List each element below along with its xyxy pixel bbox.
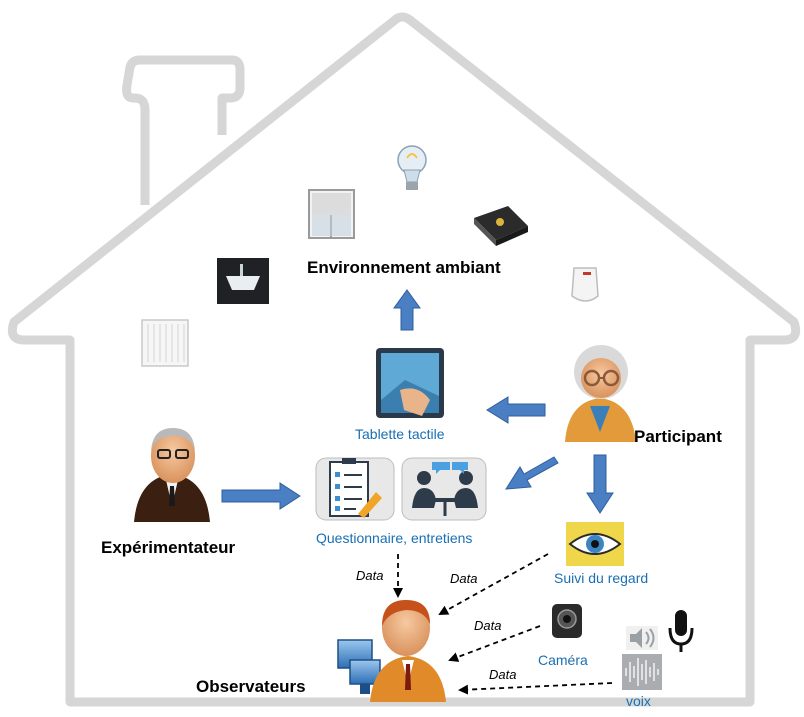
experimenter-label: Expérimentateur xyxy=(101,538,236,557)
sink-icon xyxy=(217,258,269,304)
eye-tracking-label: Suivi du regard xyxy=(554,570,649,586)
arrow-participant-to-interviews xyxy=(505,456,559,490)
camera-icon xyxy=(552,604,582,638)
environment-label: Environnement ambiant xyxy=(307,258,501,277)
observer-avatar-icon xyxy=(370,600,446,702)
data-arrow-voice xyxy=(458,682,613,695)
speaker-icon xyxy=(626,626,658,650)
arrow-experimenter-to-questionnaire xyxy=(221,482,301,510)
data-arrow-camera xyxy=(448,625,541,662)
arrow-to-environment xyxy=(393,289,421,331)
camera-label: Caméra xyxy=(538,652,588,668)
waveform-icon xyxy=(622,654,662,690)
data-label-voice: Data xyxy=(489,667,517,682)
tablet-icon xyxy=(376,348,444,418)
monitor-icon xyxy=(337,639,381,694)
data-label-eye-tracking: Data xyxy=(450,571,478,586)
lightbulb-icon xyxy=(397,145,427,190)
data-label-questionnaire: Data xyxy=(356,568,384,583)
tablet-label: Tablette tactile xyxy=(355,426,445,442)
observers-label: Observateurs xyxy=(196,677,306,696)
participant-label: Participant xyxy=(634,427,722,446)
arrow-participant-to-tablet xyxy=(486,396,546,424)
voice-label: voix xyxy=(626,693,651,709)
motion-sensor-icon xyxy=(571,267,599,302)
data-arrow-eye-tracking xyxy=(438,553,549,615)
participant-avatar-icon xyxy=(565,345,636,442)
set-top-box-icon xyxy=(474,206,528,246)
window-shutter-icon xyxy=(308,189,355,239)
radiator-icon xyxy=(141,319,189,367)
experimenter-avatar-icon xyxy=(134,428,210,522)
questionnaire-icon xyxy=(315,457,395,521)
arrow-participant-to-eye-tracking xyxy=(586,454,614,514)
eye-tracking-icon xyxy=(566,522,624,566)
data-label-camera: Data xyxy=(474,618,502,633)
microphone-icon xyxy=(668,610,694,652)
questionnaire-label: Questionnaire, entretiens xyxy=(316,530,473,546)
interview-icon xyxy=(401,457,487,521)
house-outline xyxy=(7,12,801,707)
